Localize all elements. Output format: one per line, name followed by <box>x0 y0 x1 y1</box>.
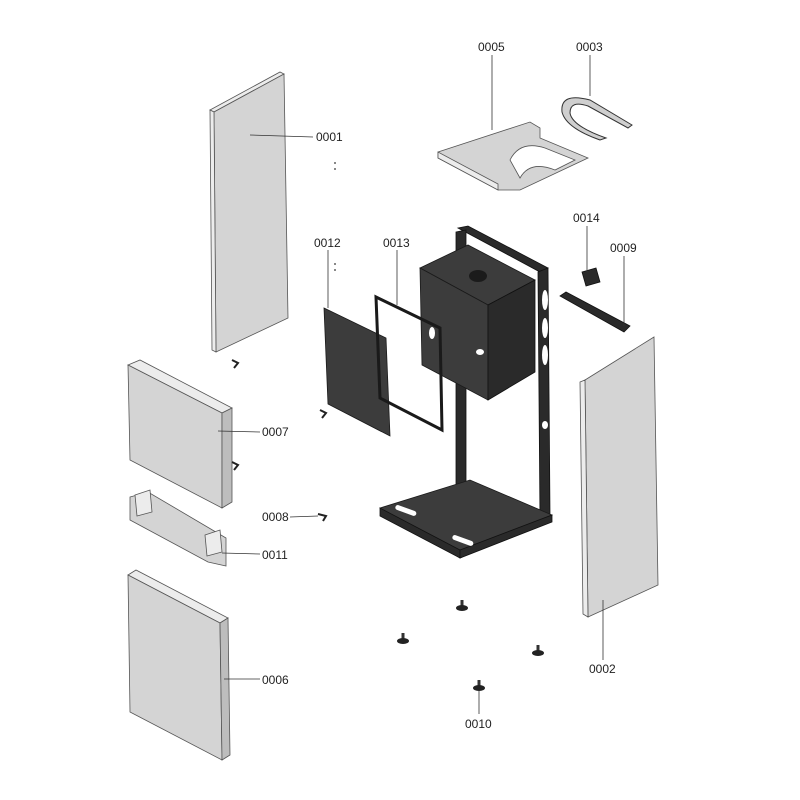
part-0010-feet[interactable] <box>397 600 544 691</box>
part-0014-clip[interactable] <box>581 267 601 287</box>
frame-assembly[interactable] <box>379 225 553 559</box>
label-0008: 0008 <box>262 510 289 524</box>
screw-icon <box>231 461 240 471</box>
part-0001-side-panel[interactable] <box>209 71 289 353</box>
label-0011: 0011 <box>262 548 288 562</box>
part-0002-side-panel[interactable] <box>579 336 659 618</box>
label-0009: 0009 <box>610 241 637 255</box>
label-0007: 0007 <box>262 425 289 439</box>
label-0010: 0010 <box>465 717 492 731</box>
part-0008-fastener[interactable] <box>317 513 328 522</box>
label-0001: 0001 <box>316 130 343 144</box>
label-0014: 0014 <box>573 211 600 225</box>
label-0003: 0003 <box>576 40 603 54</box>
label-0005: 0005 <box>478 40 505 54</box>
label-0002: 0002 <box>589 662 616 676</box>
part-0012-cover-plate[interactable] <box>323 307 391 437</box>
label-0013: 0013 <box>383 236 410 250</box>
part-0007-front-panel[interactable] <box>127 359 233 509</box>
label-0012: 0012 <box>314 236 341 250</box>
part-0009-rail-bar[interactable] <box>559 291 631 333</box>
screw-icon <box>319 409 328 419</box>
part-0003-u-rail[interactable] <box>561 97 633 141</box>
part-0013-gasket[interactable] <box>374 294 444 433</box>
part-0005-top-plate[interactable] <box>437 121 589 191</box>
part-0011-bracket[interactable] <box>129 489 227 567</box>
label-0006: 0006 <box>262 673 289 687</box>
part-0006-front-panel[interactable] <box>127 569 231 761</box>
screw-icon <box>231 359 240 369</box>
